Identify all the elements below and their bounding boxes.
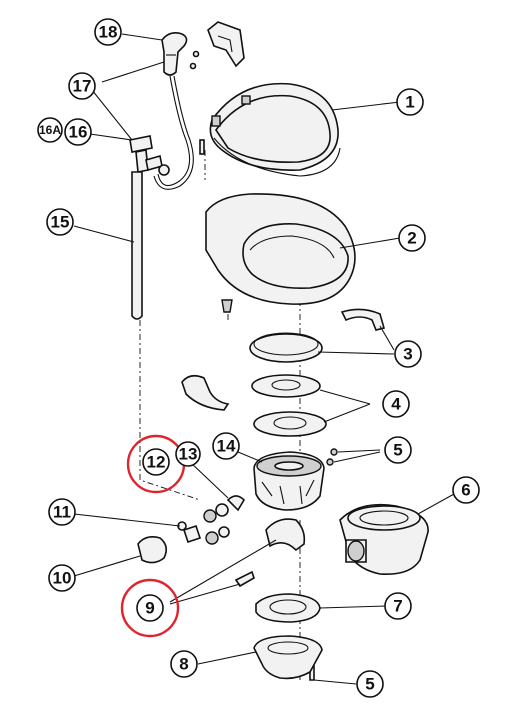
- callout-4-label: 4: [391, 395, 401, 414]
- callout-17-label: 17: [73, 77, 92, 96]
- callout-7: 7: [384, 592, 412, 620]
- supply-pipe: [131, 171, 143, 320]
- callout-8-label: 8: [179, 655, 188, 674]
- clamp-band: [249, 332, 323, 363]
- callout-1-label: 1: [405, 93, 414, 112]
- gasket-lower: [253, 411, 327, 437]
- spray-hose: [153, 75, 194, 190]
- callout-15-label: 15: [51, 213, 70, 232]
- pump-cover: [265, 518, 306, 552]
- callout-5-upper: 5: [384, 436, 412, 464]
- callout-10: 10: [48, 564, 76, 592]
- callout-9-highlight-ring: [120, 578, 180, 638]
- callout-3-label: 3: [403, 345, 412, 364]
- leader-lines: [73, 33, 455, 685]
- callout-12: 12: [126, 434, 186, 494]
- callout-7-label: 7: [393, 597, 402, 616]
- callout-8: 8: [170, 650, 198, 678]
- spray-valve: [129, 135, 170, 176]
- callout-9: 9: [120, 578, 180, 638]
- callout-3: 3: [394, 340, 422, 368]
- spray-nozzle: [161, 32, 188, 76]
- pump-base: [253, 451, 325, 511]
- callout-5-upper-label: 5: [393, 441, 402, 460]
- screws-upper: [326, 448, 338, 466]
- callout-18-label: 18: [99, 23, 118, 42]
- callout-5-lower-label: 5: [365, 675, 374, 694]
- callout-4: 4: [382, 390, 410, 418]
- callout-1: 1: [396, 88, 424, 116]
- left-half-ring: [181, 374, 230, 411]
- seat-and-lid: [199, 82, 341, 177]
- callout-14-label: 14: [217, 437, 236, 456]
- callout-16a-label: 16A: [39, 123, 61, 137]
- callout-13: 13: [175, 441, 201, 467]
- callout-12-label: 12: [147, 453, 166, 472]
- callout-16a: 16A: [37, 117, 63, 143]
- toilet-bowl: [205, 193, 356, 313]
- callout-5-lower: 5: [356, 670, 384, 698]
- callout-2-label: 2: [407, 229, 416, 248]
- callout-16: 16: [64, 118, 92, 146]
- callout-18: 18: [94, 18, 122, 46]
- callout-10-label: 10: [53, 569, 72, 588]
- callout-17: 17: [68, 72, 96, 100]
- callout-16-label: 16: [69, 123, 88, 142]
- mounting-flange: [255, 593, 321, 623]
- callout-11: 11: [48, 498, 76, 526]
- callout-13-label: 13: [179, 445, 198, 464]
- callout-6-label: 6: [461, 481, 470, 500]
- callout-9-label: 9: [145, 599, 154, 618]
- callout-2: 2: [398, 224, 426, 252]
- pump-handle: [137, 536, 168, 564]
- callout-6: 6: [452, 476, 480, 504]
- callout-15: 15: [46, 208, 74, 236]
- seal-housing: [339, 503, 429, 576]
- gasket-upper: [251, 374, 321, 398]
- valve-parts: [177, 495, 246, 545]
- callout-11-label: 11: [53, 503, 71, 522]
- floor-plate: [253, 635, 323, 680]
- callout-14: 14: [212, 432, 240, 460]
- spray-bracket: [189, 21, 245, 70]
- half-clamp: [340, 308, 385, 331]
